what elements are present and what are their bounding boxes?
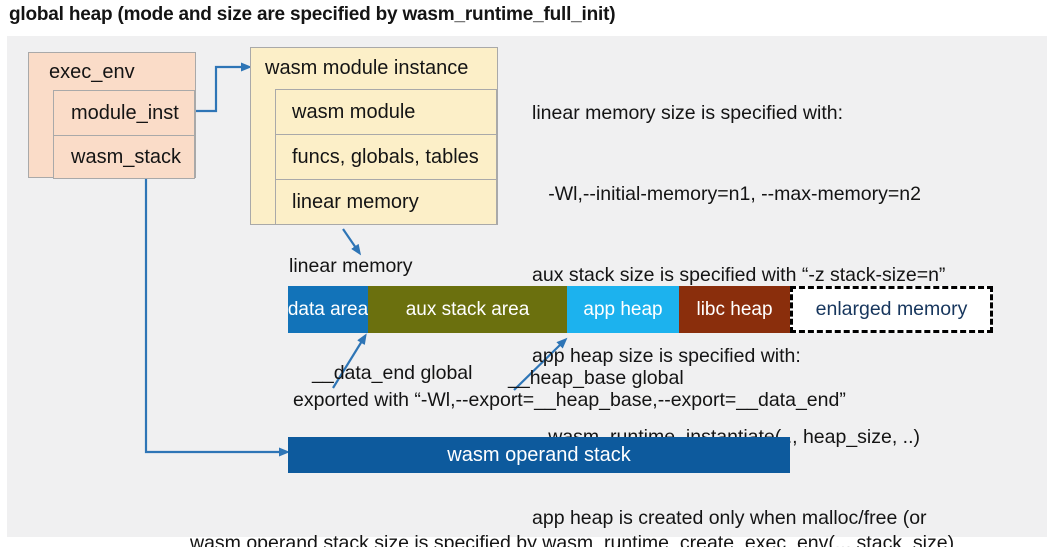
note-line: wasm operand stack size is specified by … — [190, 532, 955, 547]
note-line: linear memory size is specified with: — [532, 102, 844, 124]
heap-base-global-label: __heap_base global — [508, 367, 684, 389]
funcs-globals-tables-box: funcs, globals, tables — [275, 134, 497, 180]
linear-memory-box: linear memory — [275, 179, 497, 225]
app-heap-segment: app heap — [567, 286, 679, 333]
exec-env-box: exec_env module_inst wasm_stack — [28, 52, 196, 179]
wasm-module-instance-box: wasm module instance wasm module funcs, … — [250, 47, 498, 225]
wasm-module-box: wasm module — [275, 89, 497, 135]
note-line: app heap is created only when malloc/fre… — [532, 507, 927, 529]
module-inst-box: module_inst — [53, 90, 195, 136]
diagram-title: global heap (mode and size are specified… — [9, 4, 616, 25]
wasm-module-instance-title: wasm module instance — [265, 57, 469, 79]
note-line: app heap size is specified with: — [532, 345, 801, 367]
note-line: aux stack size is specified with “-z sta… — [532, 264, 946, 286]
wasm-stack-box: wasm_stack — [53, 135, 195, 179]
data-end-global-label: __data_end global — [312, 362, 473, 384]
libc-heap-segment: libc heap — [679, 286, 790, 333]
linear-memory-label: linear memory — [289, 255, 413, 277]
export-note-label: exported with “-Wl,--export=__heap_base,… — [293, 389, 846, 411]
enlarged-memory-segment: enlarged memory — [790, 286, 993, 333]
aux-stack-area-segment: aux stack area — [368, 286, 567, 333]
wasm-operand-stack-bar: wasm operand stack — [288, 437, 790, 473]
note-line: -Wl,--initial-memory=n1, --max-memory=n2 — [532, 183, 921, 205]
linear-memory-bar: data area aux stack area app heap libc h… — [288, 286, 993, 333]
exec-env-title: exec_env — [49, 60, 135, 83]
data-area-segment: data area — [288, 286, 368, 333]
bottom-notes: wasm operand stack size is specified by … — [190, 481, 954, 547]
